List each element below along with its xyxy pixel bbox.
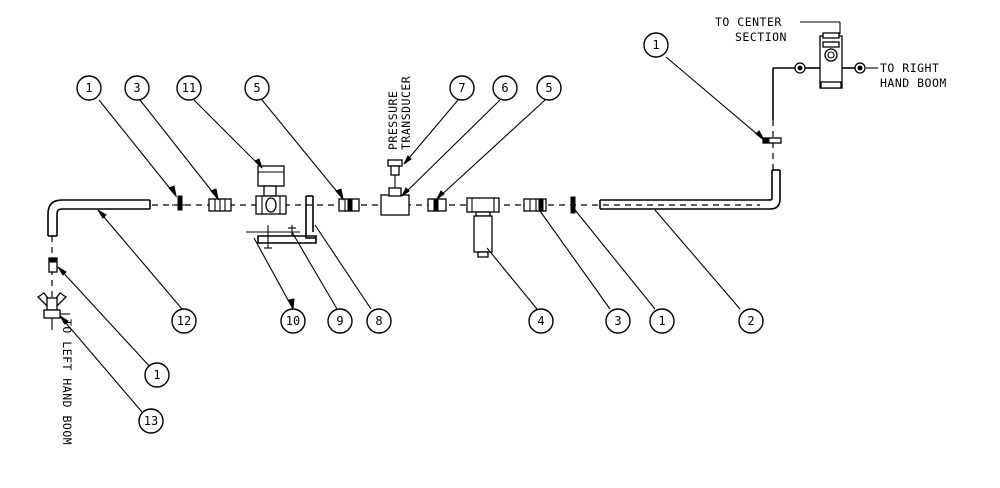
bracket-8: [257, 195, 317, 244]
fitting-5-left: [338, 198, 360, 212]
fitting-1-top-right: [762, 137, 782, 144]
svg-text:3: 3: [133, 81, 140, 95]
svg-text:8: 8: [375, 314, 382, 328]
balloon-12: 12: [171, 308, 197, 334]
left-hose-12: [47, 199, 151, 237]
leader-lines: [57, 21, 878, 413]
valve-11: [255, 165, 287, 215]
manifold-valve: [772, 32, 866, 120]
balloon-7: 7: [449, 75, 475, 101]
balloon-3-right: 3: [605, 308, 631, 334]
label-to-right-line2: HAND BOOM: [880, 76, 947, 90]
svg-text:2: 2: [747, 314, 754, 328]
balloon-5-right: 5: [536, 75, 562, 101]
svg-text:9: 9: [336, 314, 343, 328]
balloon-1-bottom: 1: [144, 362, 170, 388]
balloon-3-left: 3: [124, 75, 150, 101]
label-to-center-line1: TO CENTER: [715, 15, 782, 29]
balloon-4: 4: [528, 308, 554, 334]
balloon-13: 13: [138, 408, 164, 434]
svg-text:5: 5: [545, 81, 552, 95]
label-to-left-hand-boom: TO LEFT HAND BOOM: [60, 319, 74, 445]
fitting-3-left: [208, 198, 232, 212]
balloon-9: 9: [327, 308, 353, 334]
arrowheads: [57, 130, 765, 325]
tee-6: [380, 175, 410, 216]
filter-4: [466, 197, 500, 258]
label-to-center-line2: SECTION: [735, 30, 787, 44]
balloon-10: 10: [280, 308, 306, 334]
fitting-1-left: [172, 195, 190, 211]
svg-text:13: 13: [144, 414, 158, 428]
label-to-right-line1: TO RIGHT: [880, 61, 939, 75]
balloon-1-top-right: 1: [643, 32, 669, 58]
svg-text:3: 3: [614, 314, 621, 328]
svg-text:12: 12: [177, 314, 191, 328]
svg-text:10: 10: [286, 314, 300, 328]
label-pressure-line1: PRESSURE: [386, 91, 400, 150]
balloon-11: 11: [176, 75, 202, 101]
pressure-transducer-7: [387, 159, 403, 176]
svg-text:7: 7: [458, 81, 465, 95]
svg-text:1: 1: [658, 314, 665, 328]
svg-text:1: 1: [652, 38, 659, 52]
svg-text:11: 11: [182, 81, 196, 95]
svg-text:6: 6: [501, 81, 508, 95]
svg-text:1: 1: [85, 81, 92, 95]
balloon-2: 2: [738, 308, 764, 334]
right-hose-2: [599, 169, 781, 210]
svg-text:1: 1: [153, 368, 160, 382]
balloon-1-left: 1: [76, 75, 102, 101]
balloon-5-left: 5: [244, 75, 270, 101]
balloon-6: 6: [492, 75, 518, 101]
svg-text:4: 4: [537, 314, 544, 328]
label-pressure-line2: TRANSDUCER: [399, 76, 413, 150]
fitting-1-right: [570, 196, 576, 214]
fitting-5-right: [427, 198, 447, 212]
fitting-1-bottom: [48, 257, 58, 273]
fitting-3-right: [523, 198, 547, 212]
nozzle-13: [36, 292, 70, 330]
balloon-1-right: 1: [649, 308, 675, 334]
bolts-9-10: [246, 225, 300, 249]
svg-text:5: 5: [253, 81, 260, 95]
balloon-8: 8: [366, 308, 392, 334]
